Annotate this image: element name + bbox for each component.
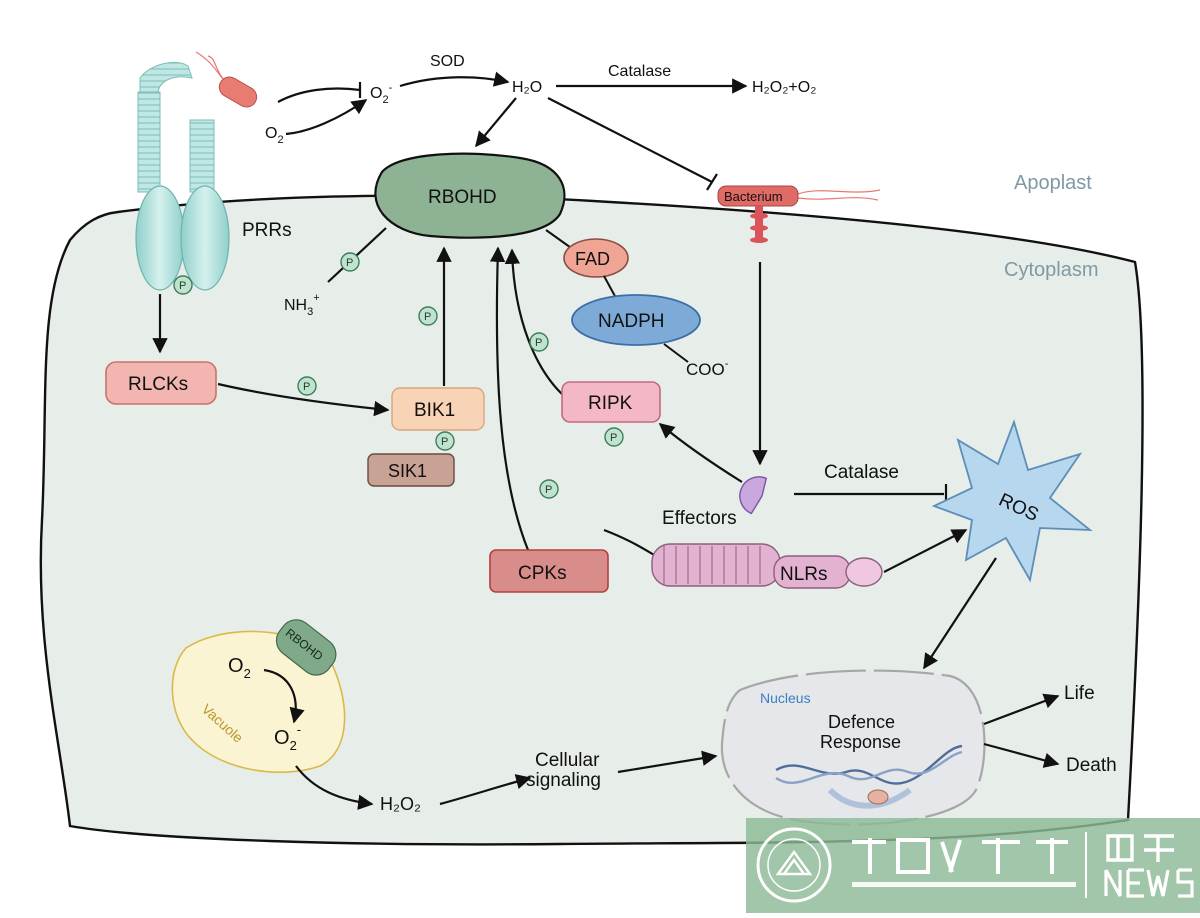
prrs-label: PRRs: [242, 220, 292, 241]
phospho-site-bik1-up: P: [418, 306, 438, 326]
svg-text:P: P: [535, 337, 542, 349]
ripk-node: [561, 381, 661, 423]
ripk-label: RIPK: [588, 393, 633, 414]
h2o2-o2-label: H₂O₂+O₂: [752, 79, 816, 96]
phospho-site-rlcks: P: [297, 376, 317, 396]
effector-icon: [739, 476, 768, 515]
oxygen-label: O2: [265, 125, 284, 146]
svg-text:P: P: [303, 381, 310, 393]
svg-text:P: P: [179, 280, 186, 292]
prr-receptor: [135, 62, 230, 291]
catalase-mid-label: Catalase: [824, 462, 899, 483]
dna-icon: [775, 744, 963, 809]
nucleus-label: Nucleus: [760, 690, 811, 706]
ammonia-label: NH3+: [284, 292, 320, 318]
rlcks-label: RLCKs: [128, 374, 188, 395]
vacuole-o2-label: O2: [228, 655, 251, 681]
sik1-label: SIK1: [388, 461, 427, 481]
catalase-top-label: Catalase: [608, 63, 671, 80]
phospho-site-prr: P: [173, 275, 193, 295]
cpks-node: [489, 549, 609, 593]
death-label: Death: [1066, 755, 1117, 776]
university-news-watermark: [746, 818, 1200, 913]
apoplast-label: Apoplast: [1014, 172, 1092, 194]
cellular-signaling-line2: signaling: [526, 770, 601, 791]
rlcks-node: [105, 361, 217, 405]
svg-text:P: P: [346, 257, 353, 269]
h2o2-bottom-label: H₂O₂: [380, 794, 421, 814]
bik1-node: [391, 387, 485, 431]
svg-text:P: P: [441, 436, 448, 448]
nlrs-label: NLRs: [780, 564, 828, 585]
fad-node: [563, 238, 629, 278]
fad-label: FAD: [575, 249, 610, 269]
phospho-site-rbohd: P: [340, 252, 360, 272]
phospho-site-bik1: P: [435, 431, 455, 451]
ros-node: [931, 419, 1093, 583]
rbohd-node: [374, 152, 566, 239]
sik1-node: [367, 453, 455, 487]
cytoplasm-label: Cytoplasm: [1004, 259, 1098, 281]
nadph-label: NADPH: [598, 311, 665, 332]
response-label: Response: [820, 732, 901, 752]
svg-text:P: P: [610, 432, 617, 444]
cellular-signaling-line1: Cellular: [535, 750, 600, 771]
svg-text:P: P: [424, 311, 431, 323]
nadph-node: [571, 294, 701, 346]
sod-label: SOD: [430, 53, 465, 70]
vacuole-superoxide-label: O2-: [274, 722, 301, 753]
vacuole-rbohd-node: [275, 619, 337, 676]
rbohd-label: RBOHD: [428, 187, 497, 208]
phospho-site-ripk-low: P: [604, 427, 624, 447]
bacterium-label: Bacterium: [724, 189, 783, 204]
effectors-label: Effectors: [662, 508, 737, 529]
nlr-coil: [651, 543, 781, 587]
phospho-site-ripk: P: [529, 332, 549, 352]
superoxide-label: O2-: [370, 82, 393, 106]
bik1-label: BIK1: [414, 400, 455, 421]
bacterium-top-icon: [195, 51, 258, 108]
defence-label: Defence: [828, 712, 895, 732]
life-label: Life: [1064, 683, 1095, 704]
phospho-site-cpks: P: [539, 479, 559, 499]
bacterium-membrane-node: [717, 185, 881, 243]
cpks-label: CPKs: [518, 563, 567, 584]
carboxylate-label: COO-: [686, 358, 729, 379]
svg-text:P: P: [545, 484, 552, 496]
nucleus-compartment: [720, 669, 986, 826]
water-label: H₂O: [512, 79, 542, 96]
